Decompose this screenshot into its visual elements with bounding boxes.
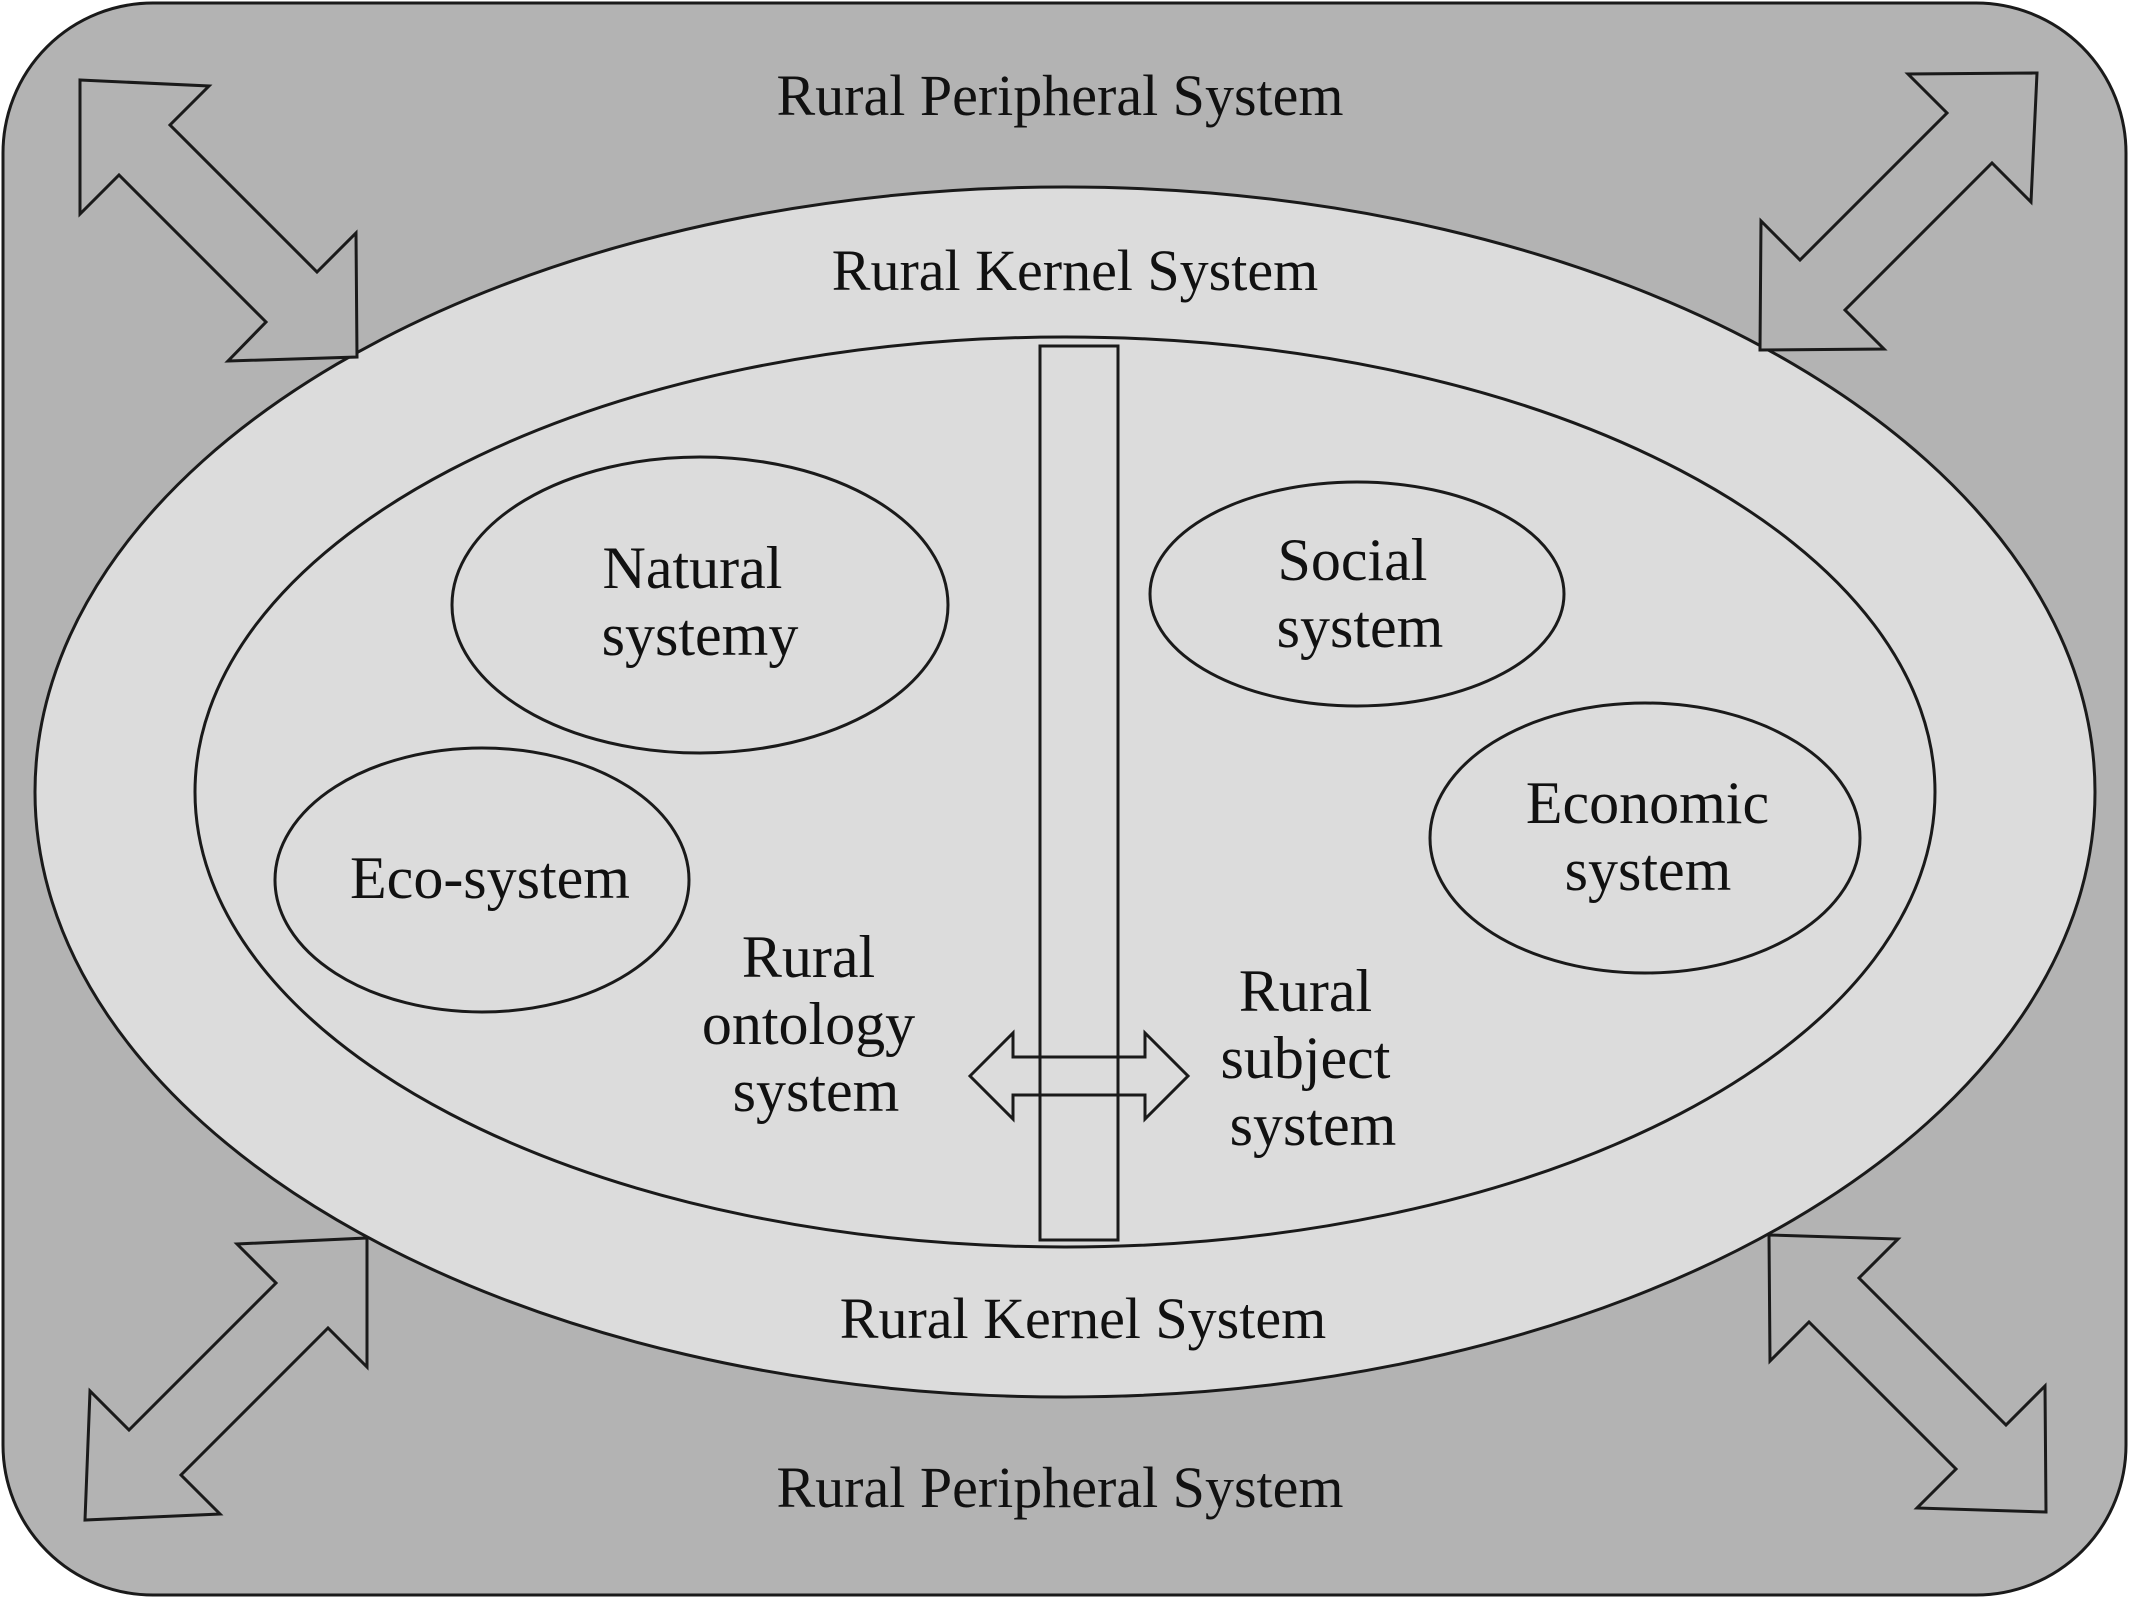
social-system-ellipse [1148, 480, 1566, 708]
economic-system-ellipse [1428, 701, 1862, 975]
double-arrow-top-left-icon [78, 78, 359, 363]
natural-system-label: Natural systemy [602, 535, 799, 668]
natural-system-ellipse [450, 455, 950, 755]
peripheral-system-top-label: Rural Peripheral System [776, 63, 1343, 128]
horizontal-double-arrow-icon [967, 1029, 1191, 1123]
corner-arrows [78, 71, 2048, 1522]
kernel-system-top-label: Rural Kernel System [832, 238, 1318, 303]
kernel-system-bottom-label: Rural Kernel System [840, 1286, 1326, 1351]
peripheral-system-bottom-label: Rural Peripheral System [776, 1455, 1343, 1520]
double-arrow-top-right-icon [1758, 71, 2039, 352]
central-divider-bar [1038, 344, 1120, 1242]
rural-subject-system-label: Rural subject system [1221, 958, 1406, 1158]
eco-system-label: Eco-system [350, 845, 630, 911]
double-arrow-bottom-left-icon [83, 1236, 369, 1522]
labels: Rural Peripheral System Rural Kernel Sys… [350, 63, 1784, 1520]
rural-ontology-system-label: Rural ontology system [702, 924, 930, 1124]
social-system-label: Social system [1277, 527, 1444, 660]
double-arrow-bottom-right-icon [1767, 1233, 2048, 1514]
economic-system-label: Economic system [1526, 770, 1784, 903]
eco-system-ellipse [273, 746, 691, 1014]
